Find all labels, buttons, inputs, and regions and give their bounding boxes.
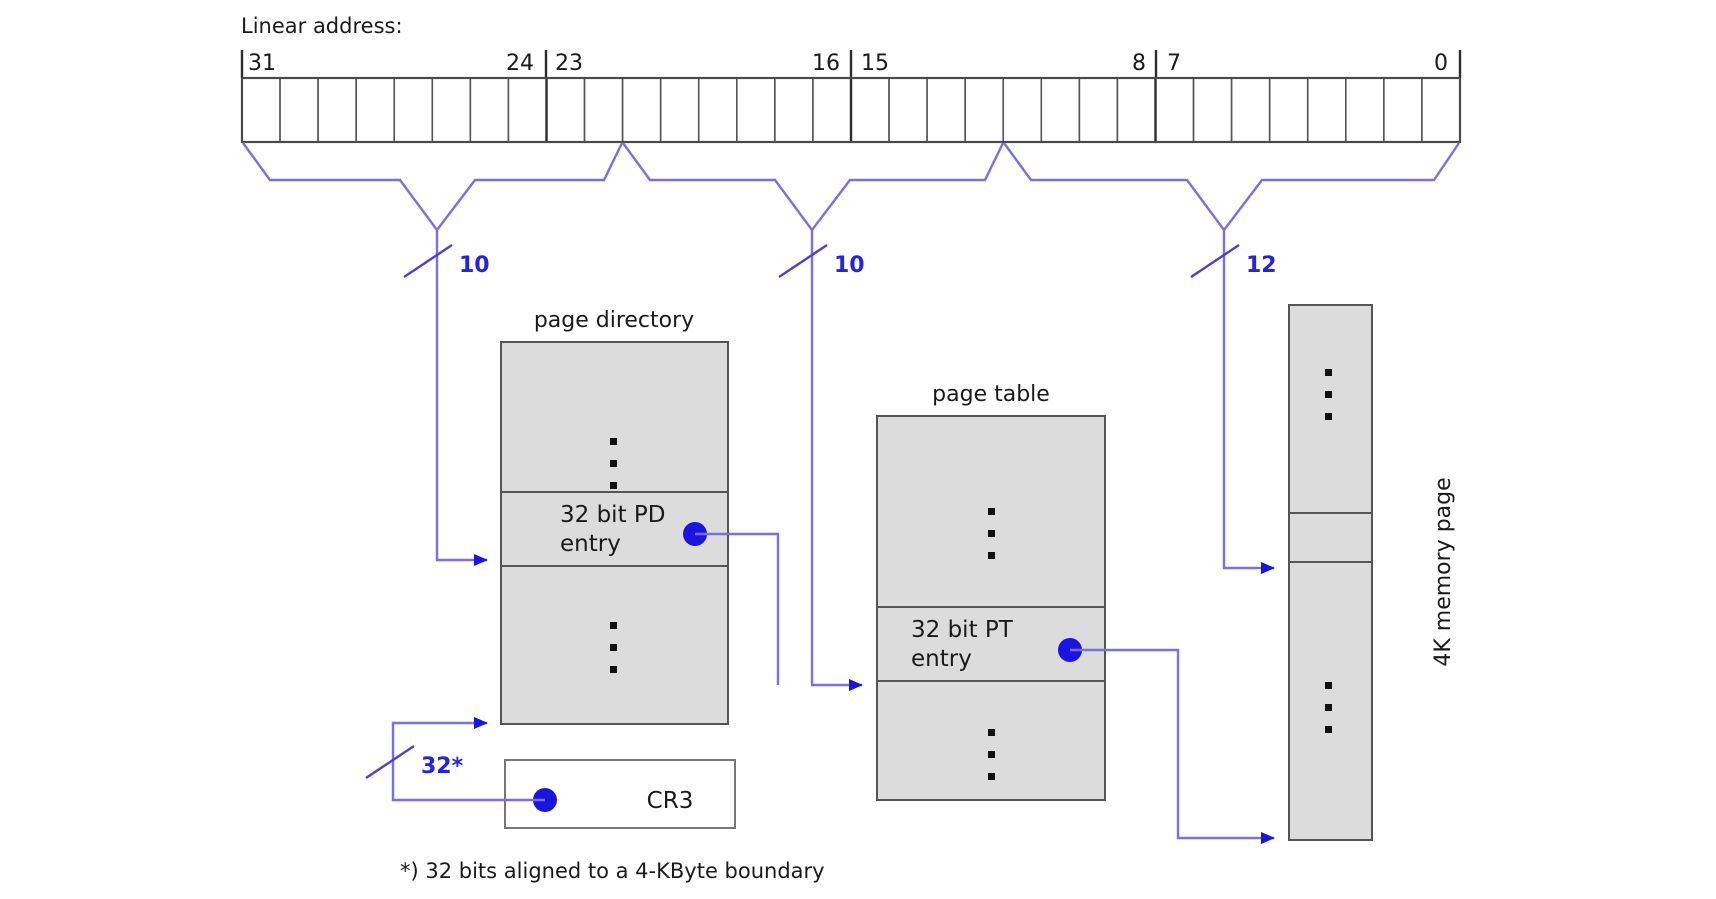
bit-cell-19 <box>697 77 738 143</box>
bit-cell-23 <box>545 77 586 143</box>
page-directory-entry-line2: entry <box>560 531 621 557</box>
bit-cell-21 <box>621 77 662 143</box>
page-directory-ellipsis-below <box>610 622 617 673</box>
bit-cell-30 <box>279 77 319 143</box>
bit-cell-3 <box>1306 77 1347 143</box>
bit-tick-15: 15 <box>861 51 889 76</box>
wire-table-to-pt <box>810 230 863 691</box>
bit-tick-0: 0 <box>1434 51 1448 76</box>
memory-page-ellipsis-above <box>1325 369 1332 420</box>
wire-cr3-to-page-directory <box>391 717 545 802</box>
bit-cell-11 <box>1002 77 1043 143</box>
bit-cell-20 <box>659 77 700 143</box>
bit-tick-23: 23 <box>555 51 583 76</box>
page-table-entry-line2: entry <box>911 646 972 672</box>
bit-tick-24: 24 <box>506 51 534 76</box>
bit-cell-4 <box>1268 77 1309 143</box>
page-directory-title: page directory <box>534 308 694 333</box>
bit-tick-7: 7 <box>1167 51 1181 76</box>
bit-cell-6 <box>1192 77 1233 143</box>
wire-pd-entry-to-page-table <box>695 532 780 685</box>
page-table-ellipsis-below <box>988 729 995 780</box>
bit-cell-24 <box>507 77 548 143</box>
bracket-table-path <box>622 142 1005 233</box>
bit-width-slash-cr3 <box>365 745 415 779</box>
bit-width-label-cr3: 32* <box>421 754 464 779</box>
bit-cell-15 <box>850 77 890 143</box>
bit-cell-10 <box>1040 77 1081 143</box>
bit-cell-16 <box>812 77 852 143</box>
bit-cell-8 <box>1116 77 1157 143</box>
bit-cell-28 <box>355 77 396 143</box>
bit-width-label-offset: 12 <box>1246 253 1277 278</box>
bit-width-label-table: 10 <box>834 253 865 278</box>
memory-page-body <box>1288 304 1373 841</box>
memory-page-box[interactable]: 4K memory page <box>1288 304 1456 841</box>
bit-cell-2 <box>1345 77 1385 143</box>
bit-tick-16: 16 <box>812 51 840 76</box>
field-bracket-offset: 12 <box>1003 142 1460 574</box>
page-table-ellipsis-above <box>988 508 995 559</box>
field-bracket-directory: 10 <box>242 142 624 566</box>
bit-cell-25 <box>469 77 510 143</box>
bit-cell-22 <box>583 77 624 143</box>
linear-address-group: Linear address: 31 24 23 16 15 8 7 0 <box>240 14 1462 144</box>
bit-cell-18 <box>736 77 776 143</box>
page-directory-entry-line1: 32 bit PD <box>560 502 665 528</box>
bit-cell-5 <box>1230 77 1271 143</box>
bit-cell-13 <box>926 77 966 143</box>
page-directory-ellipsis-above <box>610 438 617 489</box>
field-bracket-table: 10 <box>622 142 1005 691</box>
bracket-directory-path <box>242 142 624 233</box>
bracket-offset-path <box>1003 142 1460 233</box>
bit-cell-17 <box>774 77 814 143</box>
bit-cell-12 <box>964 77 1005 143</box>
bit-tick-31: 31 <box>248 51 276 76</box>
memory-page-ellipsis-below <box>1325 682 1332 733</box>
bit-cell-1 <box>1383 77 1423 143</box>
bit-tick-8: 8 <box>1132 51 1146 76</box>
bit-cells <box>241 77 1461 143</box>
page-table-entry-line1: 32 bit PT <box>911 617 1014 643</box>
bit-width-slash-offset <box>1190 244 1240 278</box>
wire-pt-entry-to-memory-page <box>1070 648 1275 844</box>
bit-width-label-directory: 10 <box>459 253 490 278</box>
footnote-text: *) 32 bits aligned to a 4-KByte boundary <box>400 859 825 883</box>
bit-cell-31 <box>241 77 281 143</box>
wire-directory-to-pd <box>435 230 488 566</box>
cr3-label: CR3 <box>647 788 694 814</box>
page-table-title: page table <box>932 382 1050 407</box>
linear-address-label: Linear address: <box>241 14 403 38</box>
wire-offset-to-memory-page <box>1222 230 1275 574</box>
cr3-box-group[interactable]: CR3 32* <box>365 717 736 829</box>
bit-cell-9 <box>1078 77 1119 143</box>
page-table-box[interactable]: page table 32 bit PT entry <box>876 382 1106 801</box>
bit-width-slash-table <box>778 244 828 278</box>
bit-cell-27 <box>393 77 434 143</box>
page-directory-box[interactable]: page directory 32 bit PD entry <box>500 308 729 725</box>
bit-cell-29 <box>317 77 357 143</box>
memory-page-slot[interactable] <box>1288 512 1373 563</box>
bit-cell-7 <box>1154 77 1195 143</box>
ruler-outline <box>240 76 1462 144</box>
bit-width-slash-directory <box>403 244 453 278</box>
bit-cell-14 <box>888 77 928 143</box>
memory-page-title: 4K memory page <box>1431 477 1456 666</box>
bit-cell-0 <box>1421 77 1461 143</box>
bit-cell-26 <box>431 77 472 143</box>
